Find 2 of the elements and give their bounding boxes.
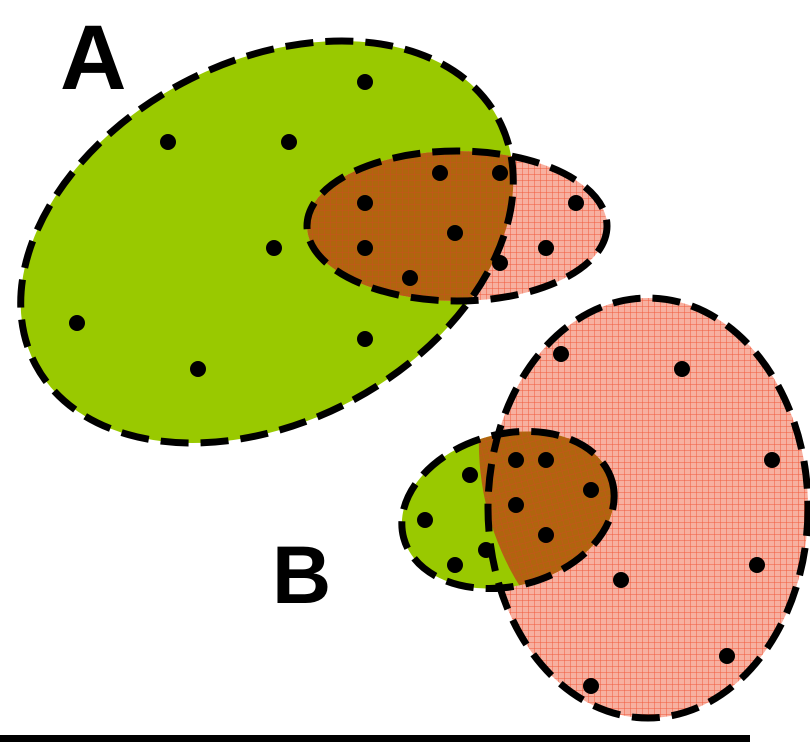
panel-label: B (272, 535, 332, 617)
panel-label: A (60, 12, 126, 104)
